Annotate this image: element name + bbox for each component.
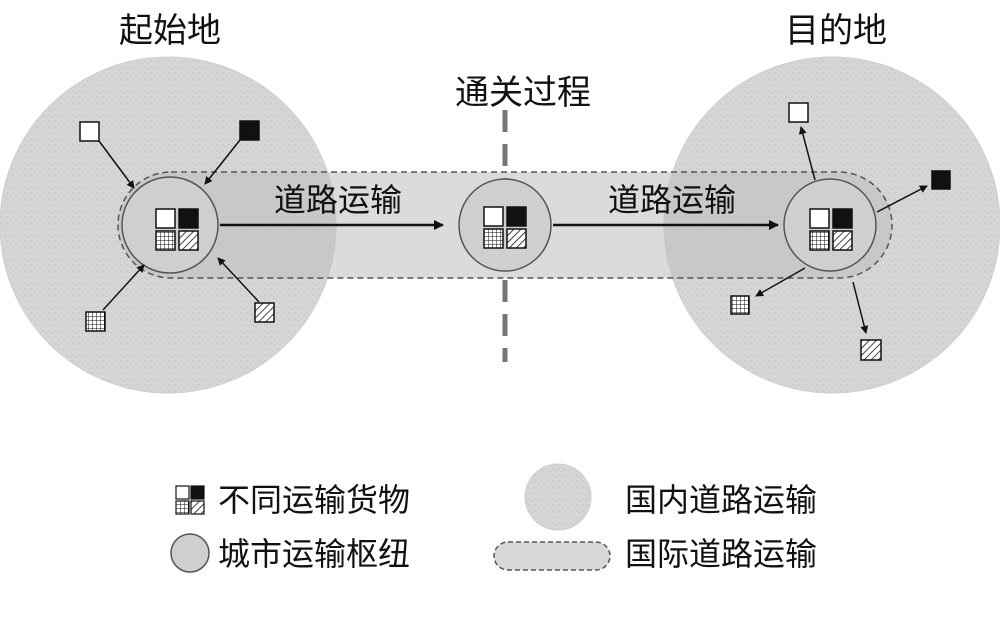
cargo-grid-icon — [155, 230, 176, 251]
incoming-cargo-white-icon — [79, 121, 100, 142]
cargo-hatched-icon — [178, 230, 199, 251]
cargo-grid-icon — [809, 230, 830, 251]
legend-hub-icon — [170, 533, 210, 573]
legend-international-label: 国际道路运输 — [625, 535, 817, 573]
outgoing-arrow — [755, 267, 806, 297]
outgoing-cargo-grid-icon — [730, 295, 750, 315]
destination-cargo-group — [809, 208, 853, 251]
incoming-cargo-black-icon — [239, 120, 260, 141]
outgoing-cargo-white-icon — [788, 102, 809, 123]
road-transport-label-1: 道路运输 — [274, 181, 402, 219]
incoming-arrow — [102, 264, 145, 311]
incoming-arrow — [204, 139, 241, 185]
incoming-arrow — [98, 140, 135, 189]
incoming-cargo-grid-icon — [85, 311, 106, 332]
incoming-arrow — [217, 257, 260, 303]
cargo-hatched-icon — [506, 228, 527, 249]
legend-hub-label: 城市运输枢纽 — [218, 535, 410, 573]
road-transport-label-2: 道路运输 — [608, 181, 736, 219]
cargo-black-icon — [832, 208, 853, 229]
legend-international-icon — [493, 541, 611, 571]
legend-goods-icon — [175, 485, 205, 515]
destination-hub — [783, 178, 877, 272]
outgoing-arrow — [852, 281, 869, 334]
incoming-cargo-hatched-icon — [254, 302, 275, 323]
legend-domestic-label: 国内道路运输 — [625, 481, 817, 519]
outgoing-arrow — [798, 126, 816, 181]
cargo-black-icon — [506, 206, 527, 227]
cargo-black-icon — [178, 208, 199, 229]
legend-goods-label: 不同运输货物 — [218, 481, 410, 519]
cargo-hatched-icon — [832, 230, 853, 251]
cargo-white-icon — [155, 208, 176, 229]
legend: 不同运输货物 城市运输枢纽 国内道路运输 国际道路运输 — [170, 463, 817, 573]
outgoing-cargo-hatched-icon — [860, 339, 882, 361]
customs-process-label: 通关过程 — [455, 73, 591, 113]
cargo-white-icon — [483, 206, 504, 227]
cargo-white-icon — [809, 208, 830, 229]
origin-cargo-group — [155, 208, 199, 251]
cargo-grid-icon — [483, 228, 504, 249]
origin-label: 起始地 — [119, 11, 221, 51]
destination-label: 目的地 — [785, 11, 887, 51]
customs-hub — [458, 178, 552, 272]
outgoing-cargo-black-icon — [931, 170, 951, 190]
customs-cargo-group — [483, 206, 527, 249]
legend-domestic-icon — [524, 463, 592, 531]
outgoing-arrow — [876, 185, 928, 213]
